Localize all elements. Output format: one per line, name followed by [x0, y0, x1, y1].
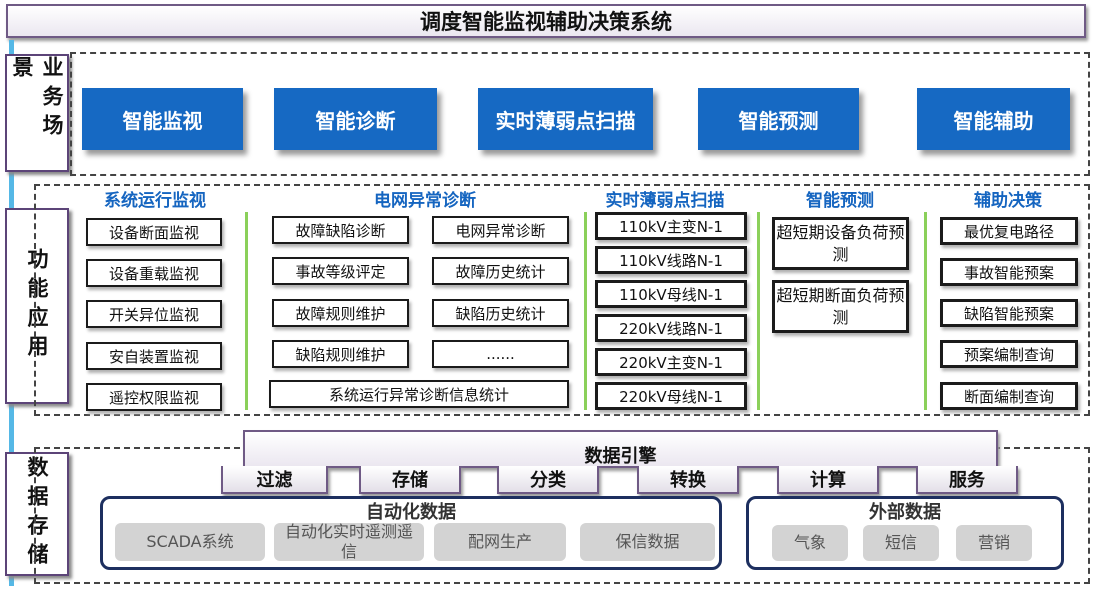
automation-data-item: 自动化实时遥测遥信	[274, 522, 424, 561]
data-engine: 数据引擎	[243, 430, 998, 468]
decision-item: 断面编制查询	[940, 382, 1078, 410]
diagnosis-item: ......	[432, 340, 569, 368]
column-title-scan: 实时薄弱点扫描	[605, 191, 725, 211]
column-title-predict: 智能预测	[806, 191, 874, 211]
scenario-smart-assist: 智能辅助	[917, 88, 1070, 150]
scan-item: 110kV线路N-1	[595, 246, 747, 274]
layer-label-business: 业务场景	[5, 54, 69, 172]
diagnosis-footer: 系统运行异常诊断信息统计	[269, 380, 569, 408]
diagnosis-item: 缺陷历史统计	[432, 299, 569, 327]
scan-item: 110kV主变N-1	[595, 212, 747, 240]
function-section	[34, 184, 1090, 416]
scan-item: 110kV母线N-1	[595, 280, 747, 308]
scenario-smart-diagnosis: 智能诊断	[274, 88, 437, 150]
engine-tab-compute: 计算	[777, 466, 879, 494]
scenario-smart-predict: 智能预测	[698, 88, 859, 150]
scan-item: 220kV母线N-1	[595, 382, 747, 410]
diagnosis-item: 缺陷规则维护	[272, 340, 409, 368]
monitor-item: 设备断面监视	[86, 218, 222, 246]
automation-data-item: 保信数据	[580, 523, 715, 561]
column-title-monitor: 系统运行监视	[104, 191, 206, 211]
column-separator	[584, 212, 587, 410]
system-title: 调度智能监视辅助决策系统	[6, 4, 1086, 38]
column-title-decision: 辅助决策	[974, 191, 1042, 211]
engine-tab-store: 存储	[359, 466, 461, 494]
monitor-item: 遥控权限监视	[86, 383, 222, 411]
decision-item: 最优复电路径	[940, 217, 1078, 245]
column-separator	[924, 212, 927, 410]
engine-tab-filter: 过滤	[221, 466, 328, 494]
column-separator	[245, 212, 248, 410]
diagnosis-item: 故障缺陷诊断	[272, 216, 409, 244]
layer-label-business-text: 业务场景	[10, 56, 64, 143]
layer-label-data-text: 数据存储	[25, 456, 49, 572]
monitor-item: 安自装置监视	[86, 342, 222, 370]
external-data-item: 短信	[863, 525, 939, 561]
diagnosis-item: 故障规则维护	[272, 299, 409, 327]
external-data-item: 营销	[956, 525, 1032, 561]
scenario-weakpoint-scan: 实时薄弱点扫描	[478, 88, 653, 150]
diagnosis-item: 故障历史统计	[432, 257, 569, 285]
business-section	[70, 52, 1090, 176]
engine-tab-convert: 转换	[637, 466, 739, 494]
column-separator	[757, 212, 760, 410]
decision-item: 事故智能预案	[940, 258, 1078, 286]
automation-data-item: SCADA系统	[115, 523, 265, 561]
external-data-item: 气象	[772, 525, 848, 561]
engine-tab-service: 服务	[916, 466, 1018, 494]
scenario-smart-monitor: 智能监视	[82, 88, 243, 150]
monitor-item: 开关异位监视	[86, 300, 222, 328]
decision-item: 预案编制查询	[940, 340, 1078, 368]
predict-item-device-load: 超短期设备负荷预测	[772, 217, 909, 270]
engine-tab-classify: 分类	[497, 466, 599, 494]
layer-label-data: 数据存储	[5, 452, 69, 576]
layer-label-function: 功能应用	[5, 208, 69, 404]
diagnosis-item: 事故等级评定	[272, 257, 409, 285]
diagnosis-item: 电网异常诊断	[432, 216, 569, 244]
external-data-title: 外部数据	[869, 502, 941, 523]
layer-label-function-text: 功能应用	[25, 248, 49, 364]
column-title-diagnosis: 电网异常诊断	[374, 191, 476, 211]
automation-data-title: 自动化数据	[366, 502, 456, 523]
decision-item: 缺陷智能预案	[940, 299, 1078, 327]
scan-item: 220kV线路N-1	[595, 314, 747, 342]
monitor-item: 设备重载监视	[86, 259, 222, 287]
scan-item: 220kV主变N-1	[595, 348, 747, 376]
automation-data-item: 配网生产	[434, 523, 566, 561]
predict-item-section-load: 超短期断面负荷预测	[772, 280, 909, 333]
